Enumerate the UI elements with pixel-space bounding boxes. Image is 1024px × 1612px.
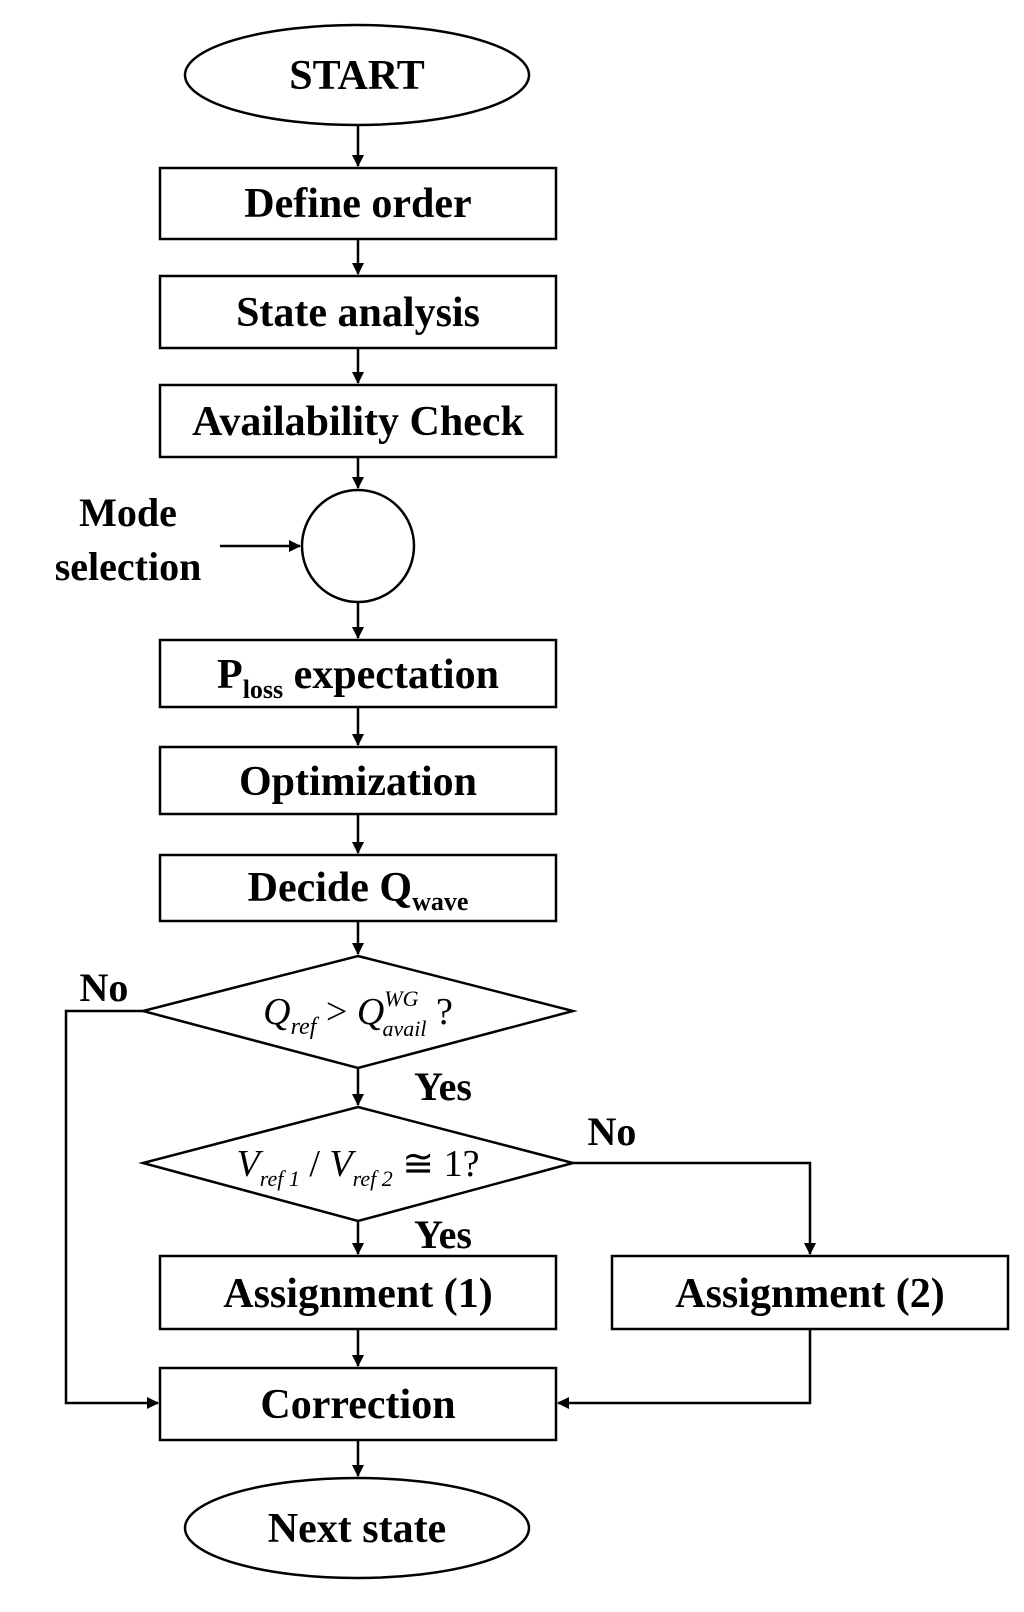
next-state-terminal: Next state (183, 1476, 531, 1580)
ploss-expectation-box: Ploss expectation (158, 638, 558, 709)
next-state-label: Next state (268, 1506, 446, 1552)
define-order-label: Define order (244, 181, 471, 227)
mode-selection-label-line2: selection (55, 544, 202, 589)
availability-check-label: Availability Check (192, 399, 524, 445)
ploss-main: P (217, 652, 243, 698)
correction-box: Correction (158, 1366, 558, 1442)
edge-assignment2-correction (557, 1329, 812, 1409)
decision2-no-label: No (588, 1109, 637, 1154)
start-terminal: START (183, 23, 531, 127)
edges (64, 125, 816, 1477)
assignment-1-label: Assignment (1) (223, 1271, 493, 1317)
mode-selection-label-line1: Mode (79, 490, 177, 535)
decide-qwave-label: Decide Qwave (248, 865, 469, 916)
edge-decision1-no (64, 1009, 159, 1409)
start-label: START (289, 53, 424, 99)
edge-decision2-no (573, 1161, 816, 1255)
decide-subscript: wave (412, 887, 468, 916)
decision1-no-label: No (80, 965, 129, 1010)
ploss-expectation-label: Ploss expectation (217, 652, 499, 704)
assignment-2-box: Assignment (2) (610, 1254, 1010, 1331)
ploss-subscript: loss (243, 675, 283, 704)
assignment-1-box: Assignment (1) (158, 1254, 558, 1331)
mode-selection-connector (300, 488, 416, 604)
decide-qwave-box: Decide Qwave (158, 853, 558, 923)
ploss-rest: expectation (283, 652, 499, 698)
optimization-label: Optimization (239, 759, 477, 805)
optimization-box: Optimization (158, 745, 558, 816)
decide-main: Decide Q (248, 865, 412, 911)
decision-v-ratio: Vref 1 / Vref 2 ≅ 1? (138, 1105, 578, 1223)
decision1-yes-label: Yes (414, 1064, 472, 1109)
decision2-condition: Vref 1 / Vref 2 ≅ 1? (237, 1143, 480, 1191)
assignment-2-label: Assignment (2) (675, 1271, 945, 1317)
define-order-box: Define order (158, 166, 558, 241)
availability-check-box: Availability Check (158, 383, 558, 459)
state-analysis-box: State analysis (158, 274, 558, 350)
correction-label: Correction (260, 1382, 455, 1428)
state-analysis-label: State analysis (236, 290, 480, 336)
decision2-yes-label: Yes (414, 1212, 472, 1257)
